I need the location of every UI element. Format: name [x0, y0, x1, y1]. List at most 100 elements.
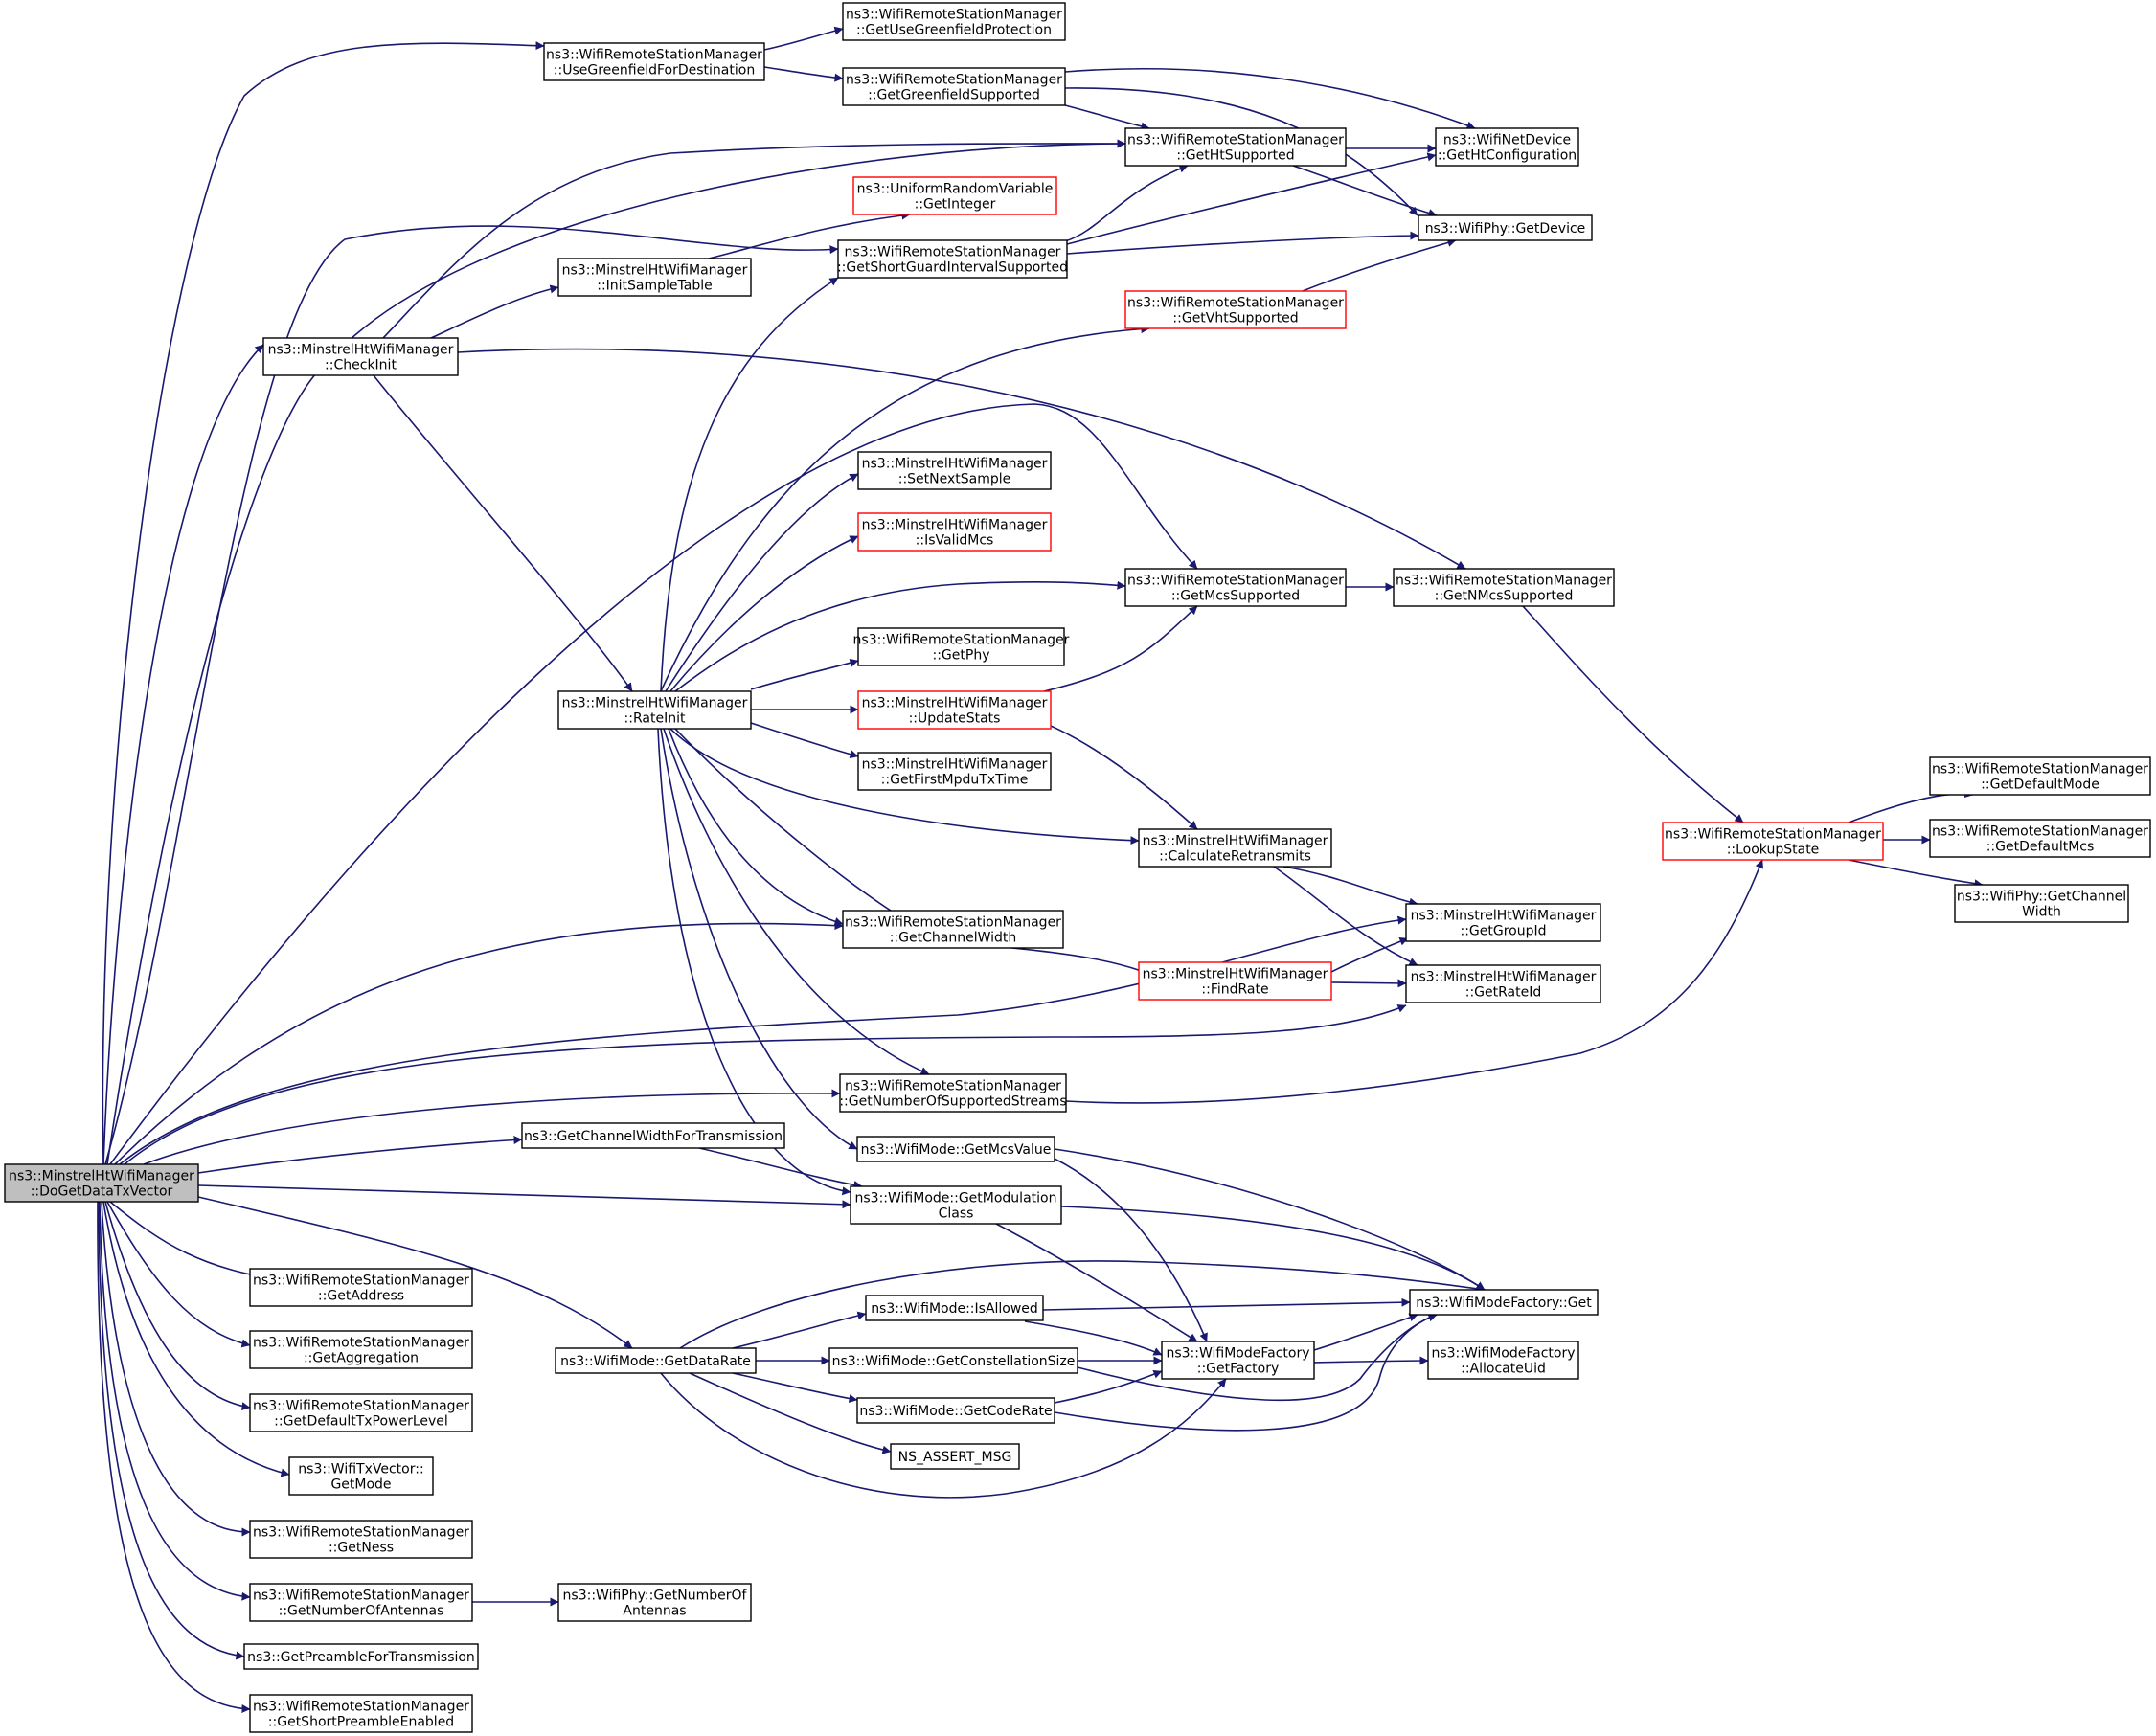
- function-node-modeIsAllowed[interactable]: ns3::WifiMode::IsAllowed: [865, 1295, 1044, 1321]
- node-box: [1393, 568, 1615, 607]
- node-label-line: ns3::WifiRemoteStationManager: [846, 8, 1062, 23]
- node-label-line: ::GetHtSupported: [1176, 148, 1294, 164]
- function-node-phyGetNumAntennas[interactable]: ns3::WifiPhy::GetNumberOfAntennas: [557, 1583, 752, 1622]
- node-label-line: ::LookupState: [1727, 843, 1820, 858]
- call-edge-rateInit-to-isValidMcs: [669, 535, 859, 692]
- function-node-netDevGetHtConfig[interactable]: ns3::WifiNetDevice::GetHtConfiguration: [1435, 127, 1579, 167]
- function-node-getAggregation[interactable]: ns3::WifiRemoteStationManager::GetAggreg…: [249, 1330, 473, 1369]
- function-node-updateStats[interactable]: ns3::MinstrelHtWifiManager::UpdateStats: [857, 690, 1052, 730]
- node-label-line: ::GetChannelWidth: [890, 931, 1017, 946]
- function-node-getRateId[interactable]: ns3::MinstrelHtWifiManager::GetRateId: [1405, 964, 1601, 1003]
- function-node-getFirstMpdu[interactable]: ns3::MinstrelHtWifiManager::GetFirstMpdu…: [857, 752, 1052, 791]
- node-label-line: ::GetNMcsSupported: [1435, 589, 1574, 604]
- function-node-factoryGetFactory[interactable]: ns3::WifiModeFactory::GetFactory: [1161, 1341, 1315, 1380]
- function-node-rsmGetChannelWidth[interactable]: ns3::WifiRemoteStationManager::GetChanne…: [842, 910, 1064, 949]
- function-node-modeGetMcsValue[interactable]: ns3::WifiMode::GetMcsValue: [856, 1136, 1055, 1162]
- function-node-getNess[interactable]: ns3::WifiRemoteStationManager::GetNess: [249, 1520, 473, 1559]
- function-node-rateInit[interactable]: ns3::MinstrelHtWifiManager::RateInit: [557, 690, 752, 730]
- function-node-modeGetConstSize[interactable]: ns3::WifiMode::GetConstellationSize: [828, 1347, 1078, 1374]
- function-node-txVectorGetMode[interactable]: ns3::WifiTxVector::GetMode: [288, 1456, 434, 1496]
- node-label-line: ns3::WifiRemoteStationManager: [1127, 574, 1344, 589]
- function-node-getShortGuard[interactable]: ns3::WifiRemoteStationManager::GetShortG…: [837, 239, 1068, 279]
- function-node-getUseGreenfieldProt[interactable]: ns3::WifiRemoteStationManager::GetUseGre…: [842, 2, 1066, 41]
- node-label-line: ns3::WifiMode::GetDataRate: [560, 1354, 751, 1369]
- call-edge-root-to-getNess: [101, 1201, 251, 1537]
- node-label-line: ns3::WifiRemoteStationManager: [845, 915, 1061, 931]
- function-node-getMcsSupported[interactable]: ns3::WifiRemoteStationManager::GetMcsSup…: [1124, 568, 1347, 607]
- function-node-getDefaultTxPower[interactable]: ns3::WifiRemoteStationManager::GetDefaul…: [249, 1393, 473, 1432]
- node-label-line: ns3::WifiModeFactory: [1166, 1346, 1309, 1362]
- function-node-getPreambleForTx[interactable]: ns3::GetPreambleForTransmission: [243, 1643, 479, 1670]
- node-box: [839, 1073, 1067, 1113]
- function-node-getDefaultMcs[interactable]: ns3::WifiRemoteStationManager::GetDefaul…: [1929, 819, 2151, 858]
- call-edge-modeGetModClass-to-factoryGetFactory: [995, 1223, 1198, 1342]
- call-edge-root-to-useGreenfield: [102, 41, 545, 1165]
- function-node-getAddress[interactable]: ns3::WifiRemoteStationManager::GetAddres…: [249, 1268, 473, 1307]
- node-label-line: ns3::WifiRemoteStationManager: [1396, 574, 1612, 589]
- node-label-line: ::GetFirstMpduTxTime: [881, 773, 1029, 788]
- node-box: [543, 42, 765, 81]
- function-node-getDefaultMode[interactable]: ns3::WifiRemoteStationManager::GetDefaul…: [1929, 756, 2151, 796]
- node-box: [890, 1443, 1020, 1470]
- function-node-phyGetChannelWidth[interactable]: ns3::WifiPhy::GetChannelWidth: [1954, 884, 2129, 923]
- node-label-line: ::GetNumberOfAntennas: [279, 1604, 444, 1619]
- node-label-line: ns3::MinstrelHtWifiManager: [862, 757, 1048, 773]
- call-edge-getShortGuard-to-getHtSupported: [1064, 164, 1189, 242]
- call-edge-checkInit-to-getNMcsSupported: [457, 348, 1466, 570]
- node-box: [1418, 214, 1593, 241]
- function-node-getGroupId[interactable]: ns3::MinstrelHtWifiManager::GetGroupId: [1405, 903, 1601, 942]
- call-edge-findRate-to-getGroupId: [1330, 936, 1409, 973]
- function-node-lookupState[interactable]: ns3::WifiRemoteStationManager::LookupSta…: [1662, 822, 1884, 861]
- function-node-findRate[interactable]: ns3::MinstrelHtWifiManager::FindRate: [1138, 961, 1332, 1001]
- function-node-isValidMcs[interactable]: ns3::MinstrelHtWifiManager::IsValidMcs: [857, 512, 1052, 552]
- function-node-nsAssertMsg[interactable]: NS_ASSERT_MSG: [890, 1443, 1020, 1470]
- function-node-modeGetCodeRate[interactable]: ns3::WifiMode::GetCodeRate: [856, 1397, 1055, 1424]
- call-edge-lookupState-to-phyGetChannelWidth: [1848, 859, 1984, 889]
- call-edge-getChWidthForTx-to-modeGetModClass: [698, 1147, 863, 1189]
- function-node-getNMcsSupported[interactable]: ns3::WifiRemoteStationManager::GetNMcsSu…: [1393, 568, 1615, 607]
- function-node-getShortPreamble[interactable]: ns3::WifiRemoteStationManager::GetShortP…: [249, 1694, 473, 1733]
- function-node-uniformGetInteger[interactable]: ns3::UniformRandomVariable::GetInteger: [852, 176, 1057, 215]
- node-label-line: ns3::WifiPhy::GetChannel: [1957, 890, 2126, 905]
- node-box: [837, 239, 1068, 279]
- call-edge-root-to-getGroupId: [119, 915, 1407, 1165]
- function-node-phyGetDevice[interactable]: ns3::WifiPhy::GetDevice: [1418, 214, 1593, 241]
- call-edge-root-to-checkInit: [102, 344, 264, 1165]
- call-edge-modeGetDataRate-to-modeIsAllowed: [732, 1311, 867, 1349]
- function-node-initSampleTable[interactable]: ns3::MinstrelHtWifiManager::InitSampleTa…: [557, 258, 752, 297]
- function-node-getHtSupported[interactable]: ns3::WifiRemoteStationManager::GetHtSupp…: [1124, 127, 1347, 167]
- node-label-line: ns3::WifiRemoteStationManager: [546, 48, 762, 63]
- node-label-line: ns3::MinstrelHtWifiManager: [562, 263, 748, 279]
- function-node-setNextSample[interactable]: ns3::MinstrelHtWifiManager::SetNextSampl…: [857, 451, 1052, 490]
- call-edge-factoryGetFactory-to-factoryGet: [1313, 1313, 1418, 1351]
- node-label-line: ns3::WifiTxVector::: [298, 1462, 423, 1477]
- node-label-line: ::GetShortPreambleEnabled: [268, 1715, 454, 1730]
- node-label-line: ns3::WifiModeFactory: [1431, 1346, 1575, 1362]
- function-node-getPhy[interactable]: ns3::WifiRemoteStationManager::GetPhy: [853, 627, 1070, 666]
- function-node-getChWidthForTx[interactable]: ns3::GetChannelWidthForTransmission: [521, 1122, 785, 1149]
- function-node-getVhtSupported[interactable]: ns3::WifiRemoteStationManager::GetVhtSup…: [1124, 290, 1347, 329]
- node-label-line: ns3::WifiRemoteStationManager: [253, 1589, 469, 1604]
- function-node-getNumStreams[interactable]: ns3::WifiRemoteStationManager::GetNumber…: [839, 1073, 1067, 1113]
- call-edge-rateInit-to-setNextSample: [665, 473, 859, 692]
- function-node-checkInit[interactable]: ns3::MinstrelHtWifiManager::CheckInit: [262, 337, 459, 376]
- function-node-factoryAllocateUid[interactable]: ns3::WifiModeFactory::AllocateUid: [1427, 1341, 1579, 1380]
- function-node-useGreenfield[interactable]: ns3::WifiRemoteStationManager::UseGreenf…: [543, 42, 765, 81]
- node-box: [857, 752, 1052, 791]
- node-box: [1662, 822, 1884, 861]
- function-node-getNumAntennas[interactable]: ns3::WifiRemoteStationManager::GetNumber…: [249, 1583, 473, 1622]
- node-label-line: ns3::MinstrelHtWifiManager: [862, 457, 1048, 472]
- function-node-modeGetDataRate[interactable]: ns3::WifiMode::GetDataRate: [555, 1347, 757, 1374]
- call-edge-getHtSupported-to-phyGetDevice: [1292, 165, 1438, 217]
- function-node-getGreenfieldSupported[interactable]: ns3::WifiRemoteStationManager::GetGreenf…: [842, 67, 1066, 106]
- node-label-line: ::UpdateStats: [909, 711, 1001, 727]
- function-node-calcRetransmits[interactable]: ns3::MinstrelHtWifiManager::CalculateRet…: [1138, 828, 1332, 868]
- node-label-line: Class: [939, 1206, 974, 1222]
- node-label-line: ns3::WifiRemoteStationManager: [253, 1336, 469, 1351]
- function-node-root[interactable]: ns3::MinstrelHtWifiManager::DoGetDataTxV…: [4, 1163, 199, 1203]
- call-edge-initSampleTable-to-uniformGetInteger: [708, 211, 911, 259]
- function-node-factoryGet[interactable]: ns3::WifiModeFactory::Get: [1409, 1289, 1599, 1316]
- node-label-line: ns3::MinstrelHtWifiManager: [562, 696, 748, 711]
- node-label-line: ::GetDefaultMode: [1981, 778, 2099, 793]
